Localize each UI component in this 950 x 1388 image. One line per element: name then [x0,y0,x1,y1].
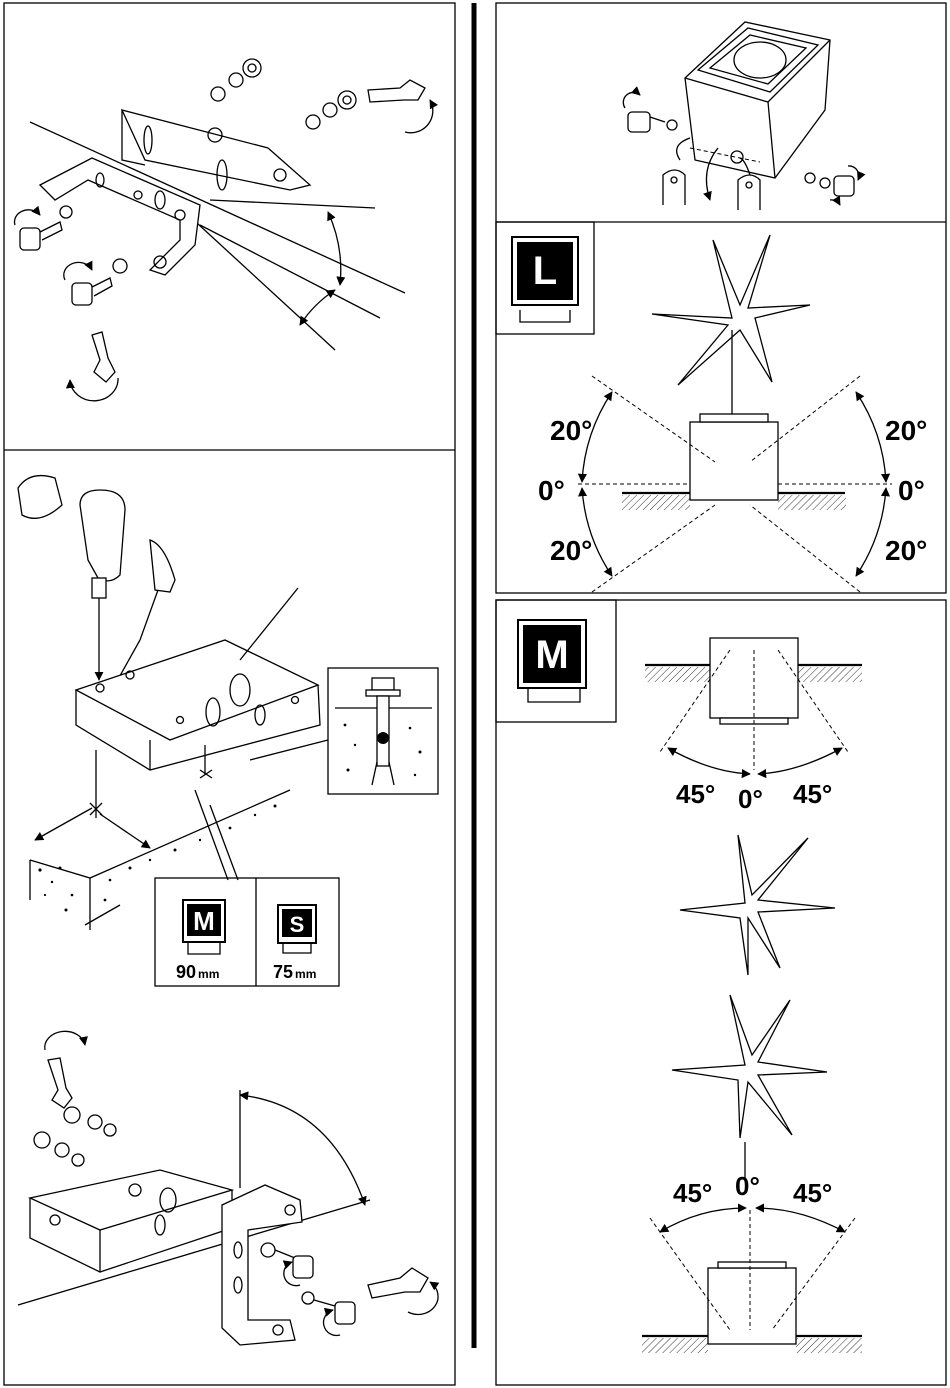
panel-m-bot-angle-left: 45° [673,1178,712,1208]
panel-l-angle-mid-left: 0° [538,475,565,506]
panel-m-bot-angle-mid: 0° [735,1171,760,1201]
panel-l-angle-mid-right: 0° [898,475,925,506]
drilling-illustration [18,476,438,986]
panel-m-top-angle-mid: 0° [738,784,763,814]
bracket-assembly-illustration [15,59,433,401]
panel-l-angle-top-right: 20° [885,415,927,446]
panel-m-top-angle-right: 45° [793,779,832,809]
panel-m-diagram [496,600,862,1353]
mounting-illustration [18,1031,438,1345]
size-badge-s: S [278,905,316,953]
panel-l-badge-letter: L [533,249,557,293]
panel-m-bot-angle-right: 45° [793,1178,832,1208]
size-badge-m: M [183,900,225,954]
size-badge-m-letter: M [193,906,215,936]
panel-l-angle-top-left: 20° [550,415,592,446]
panel-l-angle-bot-left: 20° [550,535,592,566]
panel-m-badge-letter: M [535,633,568,677]
panel-l-angle-bot-right: 20° [885,535,927,566]
panel-l-badge: L [512,237,578,305]
panel-m-badge: M [518,620,586,688]
panel-m-top-angle-left: 45° [676,779,715,809]
lamp-housing-illustration [623,22,859,210]
size-badge-s-letter: S [290,912,305,937]
